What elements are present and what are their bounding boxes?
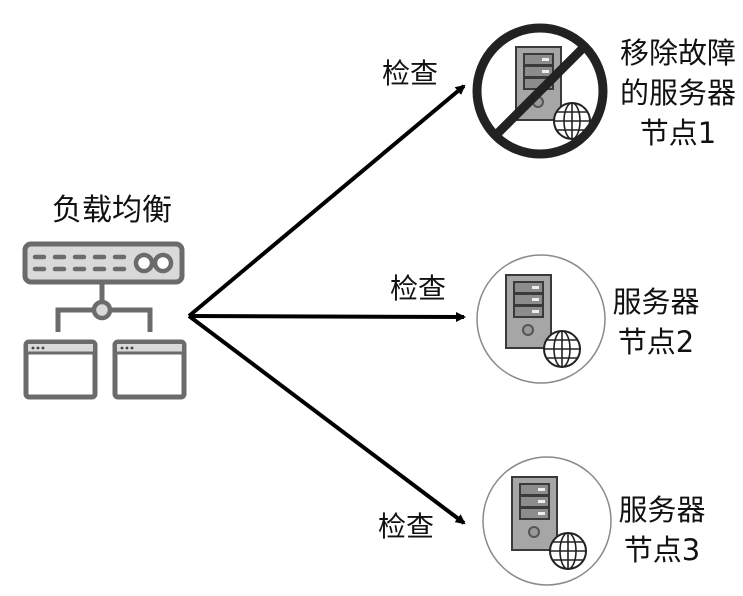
load-balancer-label: 负载均衡 (52, 193, 172, 228)
arrow-to-node2 (188, 311, 466, 322)
rack-led-2 (152, 252, 174, 274)
lb-hub (91, 299, 113, 321)
node1-label-line-3: 节点1 (639, 116, 717, 150)
rack-led-1 (133, 252, 155, 274)
node2-label-line-1: 服务器 (612, 285, 700, 319)
server-globe-icon (515, 46, 591, 140)
node2-label: 服务器 节点2 (610, 282, 702, 362)
load-balancer-icon (22, 241, 187, 400)
node3-label-line-1: 服务器 (618, 493, 706, 527)
arrow-to-node3 (187, 314, 466, 525)
check-arrows (187, 84, 466, 525)
edge-label-node2: 检查 (390, 272, 447, 305)
rack-indicators (32, 254, 127, 272)
node1-label-line-1: 移除故障 (619, 36, 736, 70)
server-node-1 (472, 23, 608, 159)
backend-window-left (23, 339, 98, 400)
node3-label: 服务器 节点3 (616, 490, 708, 570)
server-node-3 (482, 456, 612, 586)
edge-label-node3: 检查 (378, 510, 435, 543)
server-node-2 (476, 254, 606, 384)
lb-connector (55, 282, 153, 332)
prohibited-icon (472, 23, 608, 159)
node1-label: 移除故障 的服务器 节点1 (614, 33, 742, 153)
node3-label-line-2: 节点3 (623, 533, 701, 567)
edge-label-node1: 检查 (382, 57, 439, 90)
node2-label-line-2: 节点2 (617, 325, 695, 359)
arrow-to-node1 (187, 84, 466, 318)
node1-label-line-2: 的服务器 (619, 76, 736, 110)
backend-window-right (112, 339, 187, 400)
